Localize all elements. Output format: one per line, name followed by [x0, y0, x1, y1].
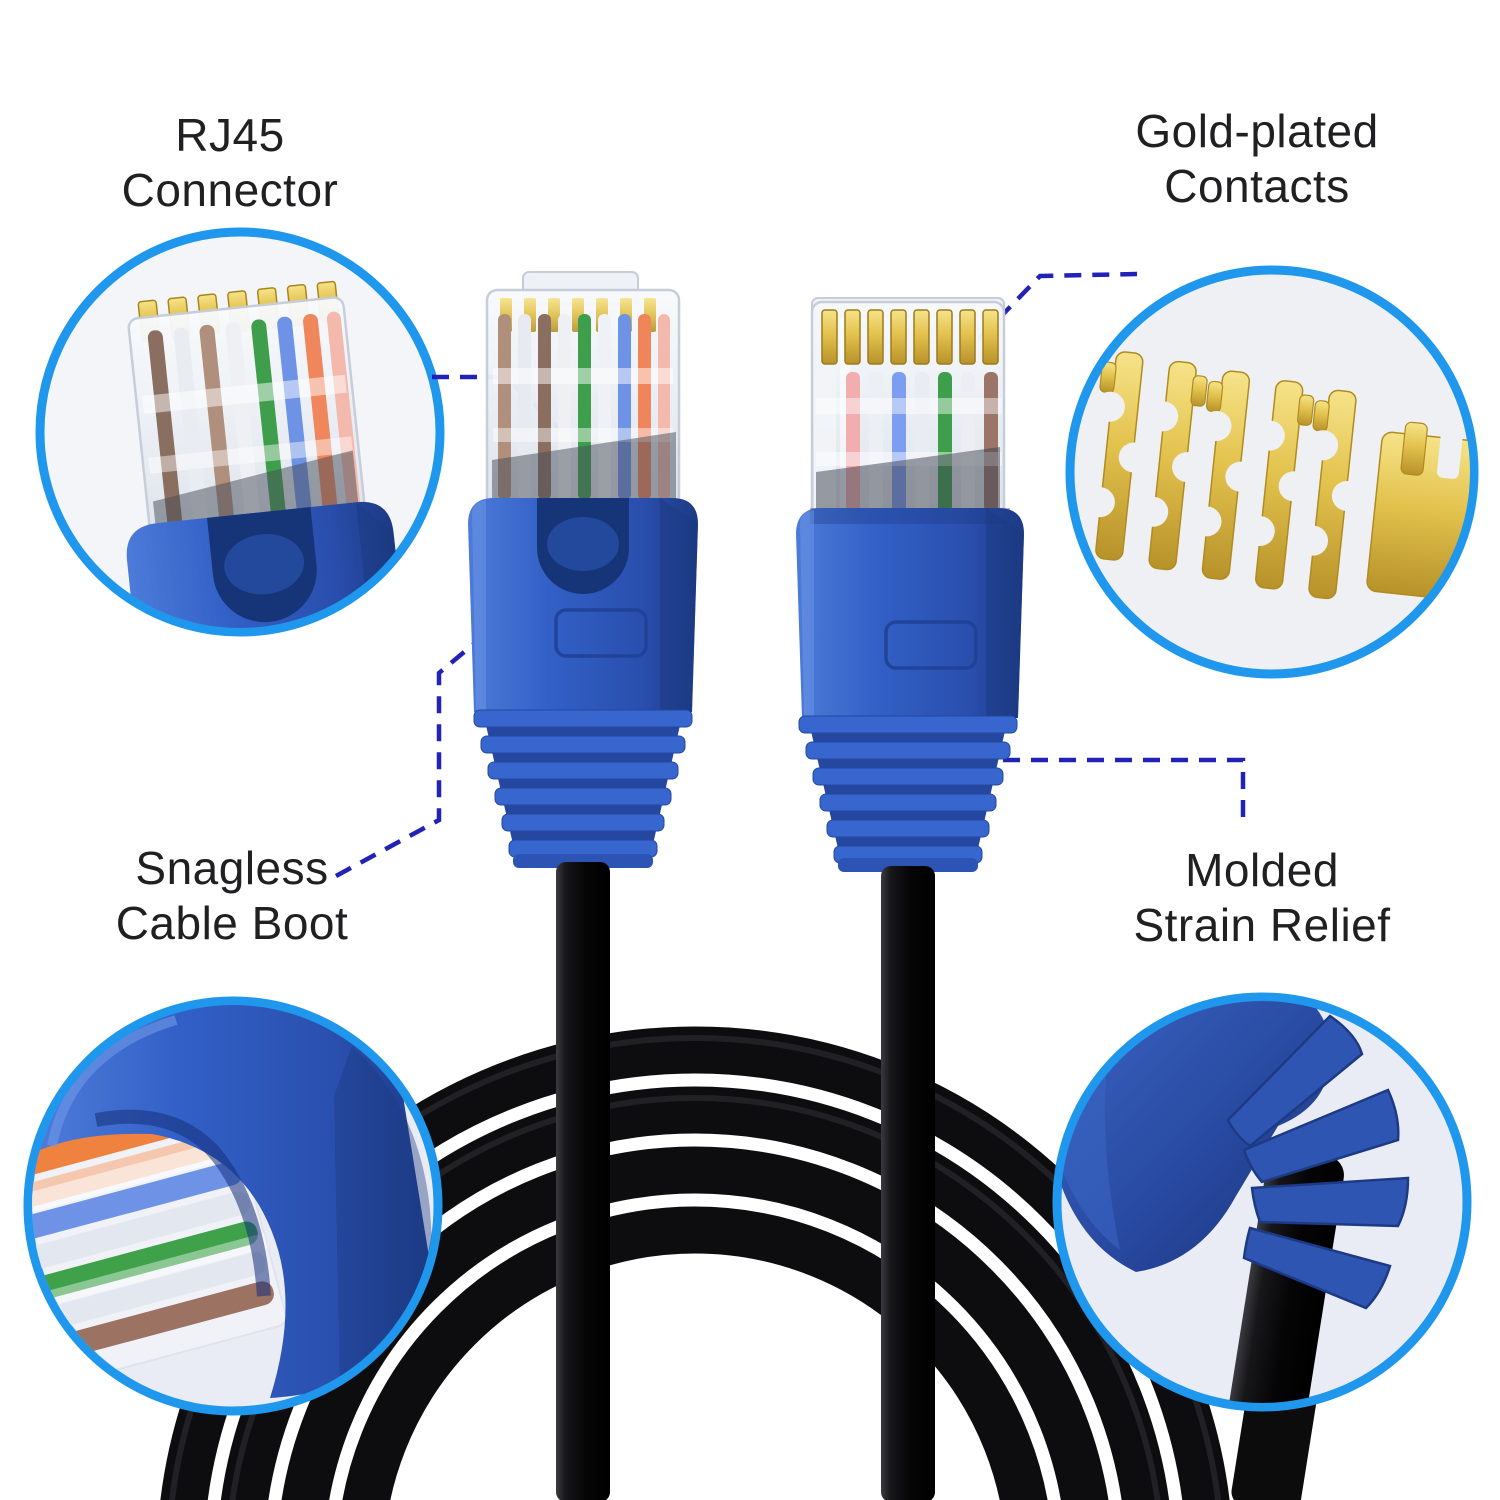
label-line: Snagless [135, 842, 329, 894]
label-line: RJ45 [175, 109, 285, 161]
label-line: Cable Boot [115, 897, 349, 949]
label-line: Connector [121, 164, 339, 216]
label-line: Contacts [1164, 160, 1350, 212]
callout-circle-snagless-boot [23, 996, 443, 1416]
label-line: Molded [1185, 844, 1339, 896]
cable-coil [160, 1026, 1230, 1500]
callout-circle-rj45-connector [35, 227, 445, 637]
leader-line-strain-relief [947, 757, 1246, 828]
callout-label-molded-strain-relief: Molded Strain Relief [1133, 843, 1390, 953]
label-line: Gold-plated [1135, 105, 1379, 157]
callout-circle-gold-contacts [1065, 265, 1479, 679]
rj45-connector-right [796, 297, 1024, 1500]
cable-right [881, 866, 935, 1500]
snagless-boot-closeup [32, 1005, 434, 1398]
callout-label-snagless-cable-boot: Snagless Cable Boot [116, 841, 349, 951]
leader-line-snagless [334, 545, 592, 878]
rj45-connector-closeup [126, 280, 412, 628]
callout-label-rj45-connector: RJ45 Connector [122, 108, 339, 218]
label-line: Strain Relief [1133, 899, 1391, 951]
callout-label-gold-plated-contacts: Gold-plated Contacts [1135, 104, 1378, 214]
cable-left [556, 862, 610, 1500]
rj45-connector-left [468, 271, 698, 1500]
